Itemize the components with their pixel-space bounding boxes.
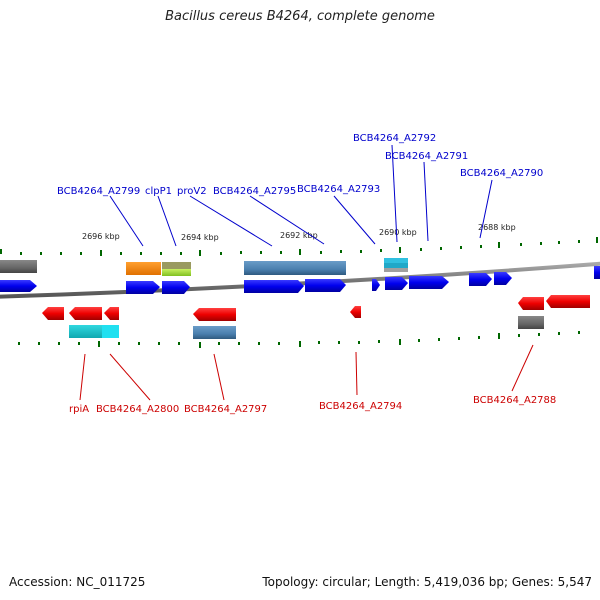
kbp-label: 2696 kbp — [82, 232, 120, 241]
genome-summary: Topology: circular; Length: 5,419,036 bp… — [262, 575, 592, 589]
reverse-genes — [42, 295, 590, 321]
gene-arrow — [104, 307, 119, 320]
gene-label: rpiA — [69, 404, 89, 415]
gene-arrow — [546, 295, 590, 308]
inner-ticks — [18, 331, 580, 348]
gene-arrow — [305, 279, 346, 292]
kbp-label: 2688 kbp — [478, 223, 516, 232]
gene-label: BCB4264_A2788 — [473, 395, 556, 406]
gene-arrow — [0, 280, 37, 292]
gene-arrow — [385, 277, 408, 290]
gene-label: BCB4264_A2799 — [57, 186, 140, 197]
forward-leader-lines — [109, 144, 493, 247]
gene-label: BCB4264_A2800 — [96, 404, 179, 415]
gene-label: BCB4264_A2793 — [297, 184, 380, 195]
gene-label: clpP1 — [145, 186, 172, 197]
gene-label: BCB4264_A2794 — [319, 401, 402, 412]
gene-arrow — [469, 273, 492, 286]
gene-arrow — [494, 272, 512, 285]
gene-label: proV2 — [177, 186, 207, 197]
upper-feature-track — [0, 258, 408, 276]
kbp-label: 2692 kbp — [280, 231, 318, 240]
outer-ticks — [0, 237, 598, 256]
reverse-leader-lines — [79, 344, 534, 401]
gene-arrow — [193, 308, 236, 321]
forward-genes — [0, 266, 600, 294]
kbp-label: 2690 kbp — [379, 228, 417, 237]
gene-arrow — [594, 266, 600, 279]
gene-label: BCB4264_A2797 — [184, 404, 267, 415]
gene-arrow — [350, 306, 361, 318]
gene-arrow — [518, 297, 544, 310]
gene-arrow — [409, 276, 449, 289]
gene-label: BCB4264_A2795 — [213, 186, 296, 197]
gene-label: BCB4264_A2791 — [385, 151, 468, 162]
gene-arrow — [244, 280, 304, 293]
accession-text: Accession: NC_011725 — [9, 575, 146, 589]
gene-arrow — [162, 281, 190, 294]
gene-label: BCB4264_A2792 — [353, 133, 436, 144]
gene-arrow — [372, 279, 380, 291]
lower-feature-track — [69, 316, 544, 339]
gene-arrow — [126, 281, 160, 294]
gene-arrow — [69, 307, 102, 320]
kbp-label: 2694 kbp — [181, 233, 219, 242]
gene-label: BCB4264_A2790 — [460, 168, 543, 179]
map-title: Bacillus cereus B4264, complete genome — [165, 9, 435, 24]
gene-arrow — [42, 307, 64, 320]
